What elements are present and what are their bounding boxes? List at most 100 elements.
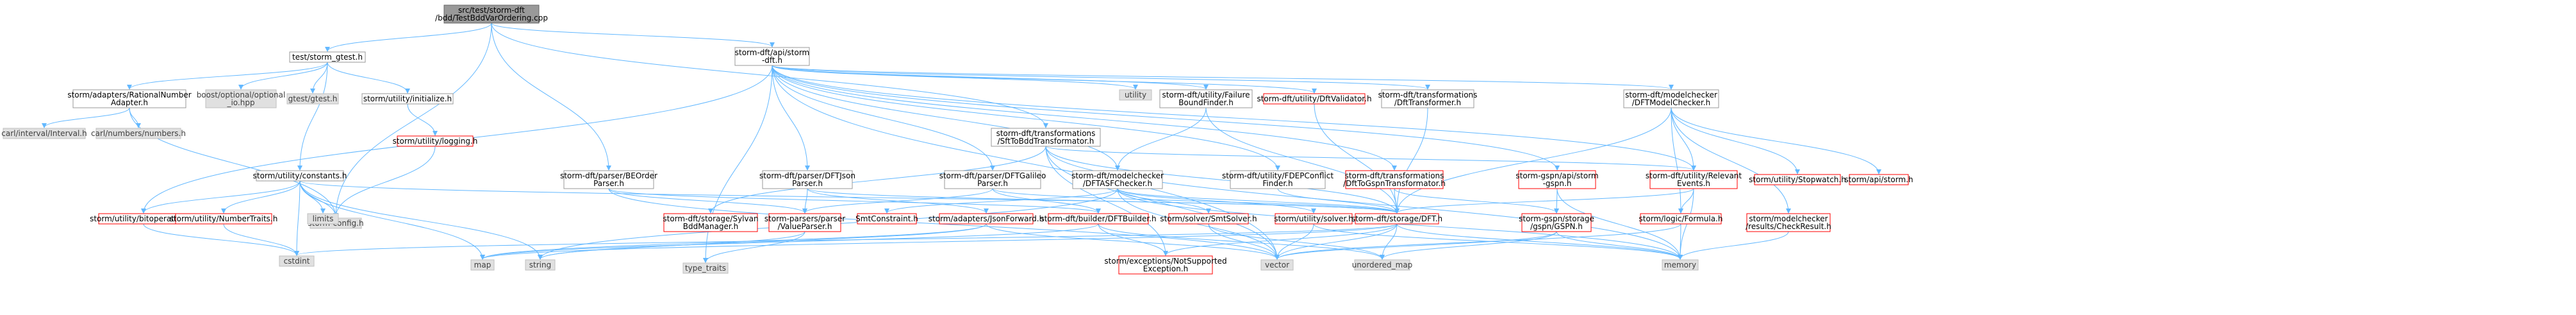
node-gtest: gtest/gtest.h — [286, 93, 339, 105]
edge-beorder-to-value_parser — [608, 188, 807, 214]
node-label: storm-dft/transformations — [1378, 90, 1478, 99]
edge-dftasf-to-smtconstraint — [884, 188, 1118, 214]
edge-dftasf-to-smtsolver — [1117, 188, 1211, 214]
node-box — [1662, 259, 1699, 271]
edge-failure_bound-to-dftasf — [1115, 107, 1207, 171]
edge-checkresult-to-memory — [1678, 231, 1789, 260]
node-label: /DFTModelChecker.h — [1632, 98, 1710, 107]
edge-relevant_events-to-dft_storage — [1394, 188, 1694, 214]
node-sft-bdd[interactable]: storm-dft/transformations/SftToBddTransf… — [991, 128, 1101, 147]
edge-dft_api-to-galileo — [772, 65, 995, 171]
node-box — [1118, 255, 1213, 275]
node-label: storm/utility/NumberTraits.h — [170, 214, 278, 223]
node-dftasf[interactable]: storm-dft/modelchecker/DFTASFChecker.h — [1071, 170, 1164, 189]
node-dftvalidator[interactable]: storm-dft/utility/DftValidator.h — [1257, 93, 1372, 105]
node-gspn-api[interactable]: storm-gspn/api/storm-gspn.h — [1515, 170, 1599, 189]
node-label: storm/solver/SmtSolver.h — [1160, 214, 1257, 223]
node-label: BddManager.h — [683, 222, 738, 231]
edge-gspn_storage-to-vector — [1275, 231, 1557, 260]
edge-root-to-sft_bdd — [491, 22, 1048, 128]
node-box — [563, 170, 654, 189]
edge-galileo-to-dft_storage — [992, 188, 1399, 214]
node-box — [1159, 89, 1253, 108]
edge-sft_bdd-to-memory — [1045, 146, 1683, 260]
node-unordered-map: unordered_map — [1352, 259, 1412, 271]
node-logging[interactable]: storm/utility/logging.h — [393, 135, 478, 147]
node-label: /bdd/TestBddVarOrdering.cpp — [435, 13, 548, 22]
node-limits: limits — [307, 213, 339, 225]
node-label: SmtConstraint.h — [855, 214, 918, 223]
node-memory: memory — [1662, 259, 1699, 271]
node-dft-transformer[interactable]: storm-dft/transformations/DftTransformer… — [1378, 89, 1478, 108]
node-gtest-h[interactable]: test/storm_gtest.h — [289, 51, 366, 63]
node-label: type_traits — [685, 264, 726, 273]
node-box — [1354, 259, 1410, 271]
edge-rational_adapter-to-storm_config — [129, 107, 338, 218]
node-dft-storage[interactable]: storm-dft/storage/DFT.h — [1351, 213, 1442, 225]
node-value-parser[interactable]: storm-parsers/parser/ValueParser.h — [764, 213, 845, 232]
node-label: utility — [1125, 90, 1146, 99]
node-box — [95, 128, 181, 139]
edge-dft_storage-to-cstdint — [294, 223, 1398, 256]
node-label: storm/adapters/JsonForward.h — [929, 214, 1044, 223]
edge-dft_model_checker-to-dft_storage — [1394, 107, 1672, 214]
node-label: /ValueParser.h — [778, 222, 832, 231]
node-label: storm-dft/utility/Failure — [1162, 90, 1250, 99]
node-box — [991, 128, 1101, 147]
node-smtsolver[interactable]: storm/solver/SmtSolver.h — [1160, 213, 1257, 225]
node-numbertraits[interactable]: storm/utility/NumberTraits.h — [170, 213, 278, 225]
node-box — [443, 4, 540, 24]
node-box — [944, 170, 1041, 189]
edge-dft_api-to-dft_transformer — [772, 65, 1430, 90]
node-storm-api[interactable]: storm/api/storm.h — [1844, 174, 1913, 185]
node-gspn-storage[interactable]: storm-gspn/storage/gspn/GSPN.h — [1519, 213, 1594, 232]
node-label: Parser.h — [792, 179, 823, 188]
edge-sft_bdd-to-sylvan — [708, 146, 1046, 214]
edge-root-to-storm_config — [333, 22, 492, 218]
node-gspn-transformator[interactable]: storm-dft/transformations/DftToGspnTrans… — [1343, 170, 1446, 189]
edge-dft_api-to-gspn_transformator — [772, 65, 1397, 171]
node-dftbuilder[interactable]: storm-dft/builder/DFTBuilder.h — [1040, 213, 1157, 225]
edge-dftasf-to-dft_storage — [1117, 188, 1399, 214]
node-label: /DFTASFChecker.h — [1083, 179, 1152, 188]
edge-gtest_h-to-gtest — [310, 62, 328, 94]
node-initialize[interactable]: storm/utility/initialize.h — [361, 93, 454, 105]
node-label: storm/utility/Stopwatch.h — [1749, 175, 1846, 184]
node-stopwatch[interactable]: storm/utility/Stopwatch.h — [1749, 174, 1846, 185]
node-dft-model-checker[interactable]: storm-dft/modelchecker/DFTModelChecker.h — [1623, 89, 1719, 108]
node-box — [397, 135, 474, 147]
node-label: BoundFinder.h — [1178, 98, 1234, 107]
edge-dft_storage-to-vector — [1275, 223, 1398, 260]
node-bitoperations[interactable]: storm/utility/bitoperations.h — [90, 213, 197, 225]
node-checkresult[interactable]: storm/modelchecker/results/CheckResult.h — [1746, 213, 1831, 232]
edge-galileo-to-dftbuilder — [992, 188, 1101, 214]
node-solver[interactable]: storm/utility/solver.h — [1274, 213, 1353, 225]
edge-rational_adapter-to-carl_interval — [42, 107, 130, 128]
edge-dftvalidator-to-dft_storage — [1314, 103, 1399, 214]
edge-gspn_storage-to-unordered_map — [1380, 231, 1557, 260]
node-box — [1275, 213, 1353, 225]
edge-smtsolver-to-vector — [1208, 223, 1280, 260]
node-label: Parser.h — [593, 179, 624, 188]
node-label: map — [474, 260, 491, 269]
node-logic-formula[interactable]: storm/logic/Formula.h — [1639, 213, 1723, 225]
edge-dftjson-to-value_parser — [802, 188, 808, 214]
node-label: /DftTransformer.h — [1394, 98, 1461, 107]
node-jsonforward[interactable]: storm/adapters/JsonForward.h — [929, 213, 1044, 225]
edge-jsonforward-to-string — [538, 223, 987, 260]
node-smtconstraint[interactable]: SmtConstraint.h — [855, 213, 918, 225]
node-constants[interactable]: storm/utility/constants.h — [253, 170, 347, 182]
node-root[interactable]: src/test/storm-dft/bdd/TestBddVarOrderin… — [435, 4, 548, 24]
node-label: vector — [1265, 260, 1289, 269]
node-dft-api[interactable]: storm-dft/api/storm-dft.h — [734, 47, 810, 66]
